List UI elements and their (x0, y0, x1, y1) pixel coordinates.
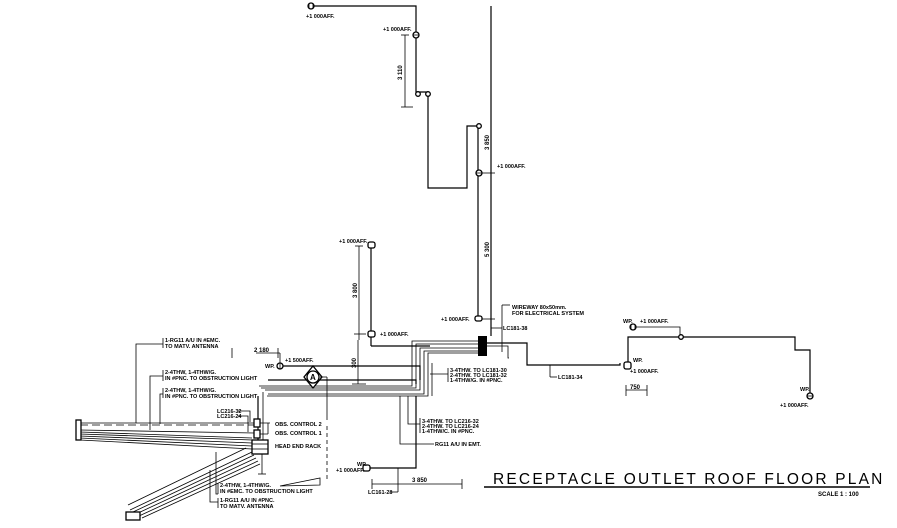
junction-symbol (476, 123, 482, 129)
outlet-symbol (474, 315, 483, 322)
tray-end (125, 511, 141, 521)
circuit-label: LC181-38 (503, 326, 527, 332)
right-outlet-branch: WP. +1 000AFF. WP. +1 000AFF. WP. +1 000… (623, 319, 814, 409)
outlet-symbol (367, 330, 376, 338)
note-riser-b-1: 3-4THW. TO LC216-32 (422, 419, 479, 425)
cable-tray-horizontal (75, 419, 255, 450)
note-antenna-top-1: 1-RG11 A/U IN #EMC. (165, 338, 221, 344)
junction-symbol (415, 91, 421, 97)
outlet-label-mid-column-bottom: +1 000AFF. (380, 332, 409, 338)
note-obs-b-1: 2-4THW, 1-4THW/G. (165, 388, 217, 394)
note-antenna-bot-1: 1-RG11 A/U IN #PNC. (220, 498, 275, 504)
outlet-label-upper: +1 000AFF. (383, 27, 412, 33)
outlet-symbol (367, 241, 376, 249)
right-column-branch: +1 000AFF. 3 850 5 300 +1 000AFF. (441, 6, 526, 330)
dimension-label: 3 800 (353, 282, 359, 298)
middle-column-branch: +1 000AFF. 3 800 +1 000AFF. 300 (339, 239, 430, 385)
antenna-tag: A (310, 373, 316, 382)
outlet-label-right-top: +1 000AFF. (640, 319, 669, 325)
outlet-label-left-wp-tag: WP. (265, 364, 275, 370)
outlet-symbol (307, 2, 315, 10)
note-wireway-1: WIREWAY 80x50mm. (512, 305, 567, 311)
control-box (253, 418, 261, 428)
dimension-label: 3 850 (485, 134, 491, 150)
tray-end (75, 419, 82, 441)
dimension-label: 750 (630, 385, 641, 391)
note-antenna-bot-2: TO MATV. ANTENNA (220, 504, 274, 510)
outlet-label-right-top-tag: WP. (623, 319, 633, 325)
note-antenna-top-2: TO MATV. ANTENNA (165, 344, 219, 350)
note-obs-c-2: IN #EMC. TO OBSTRUCTION LIGHT (220, 489, 313, 495)
label-obs-control-1: OBS. CONTROL 1 (275, 431, 322, 437)
drawing-scale: SCALE 1 : 100 (818, 492, 859, 498)
note-rg11-emt: RG11 A/U IN EMT. (435, 442, 481, 448)
top-branch: +1 000AFF. +1 000AFF. 3 110 (306, 2, 478, 189)
circuit-label: LC216-32 (217, 409, 241, 415)
dimension-label: 3 850 (412, 478, 428, 484)
note-obs-b-2: IN #PNC. TO OBSTRUCTION LIGHT (165, 394, 258, 400)
title-block: RECEPTACLE OUTLET ROOF FLOOR PLAN SCALE … (484, 471, 885, 498)
label-obs-control-2: OBS. CONTROL 2 (275, 422, 322, 428)
junction-symbol (678, 334, 684, 340)
head-end-rack (251, 439, 269, 455)
note-obs-a-2: IN #PNC. TO OBSTRUCTION LIGHT (165, 376, 258, 382)
dimension-label: 2 180 (254, 348, 270, 354)
note-wireway-2: FOR ELECTRICAL SYSTEM (512, 311, 584, 317)
outlet-label-right-far: +1 000AFF. (780, 403, 809, 409)
note-riser-a-2: 2-4THW. TO LC181-32 (450, 373, 507, 379)
outlet-label-left-wp: +1 500AFF. (285, 358, 314, 364)
note-riser-b-3: 1-4THW/C. IN #PNC. (422, 429, 475, 435)
drawing-title: RECEPTACLE OUTLET ROOF FLOOR PLAN (493, 471, 885, 488)
outlet-label-riser-bottom: +1 000AFF. (441, 317, 470, 323)
left-outlet-branch: 2 180 WP. +1 500AFF. A (231, 348, 421, 420)
circuit-label: LC216-24 (217, 414, 242, 420)
head-end-area: OBS. CONTROL 2 OBS. CONTROL 1 HEAD END R… (75, 338, 328, 521)
outlet-symbol (623, 361, 632, 370)
outlet-label-top: +1 000AFF. (306, 14, 335, 20)
cable-tray-diagonal (125, 447, 261, 521)
dimension-label: 300 (352, 357, 358, 368)
dimension-label: 3 110 (398, 65, 404, 80)
note-riser-a-3: 1-4THW/G. IN #PNC. (450, 378, 503, 384)
outlet-label-mid-column-top: +1 000AFF. (339, 239, 368, 245)
label-head-end-rack: HEAD END RACK (275, 444, 321, 450)
control-box (253, 429, 261, 439)
panel-terminal (478, 336, 487, 356)
outlet-label-right-mid: +1 000AFF. (630, 369, 659, 375)
outlet-symbol (362, 464, 371, 472)
outlet-label-right-mid-tag: WP. (633, 358, 643, 364)
outlet-label-bottom-wp-tag: WP. (357, 462, 367, 468)
note-obs-c-1: 2-4THW, 1-4THW/G. (220, 483, 272, 489)
main-conduit-bus: WIREWAY 80x50mm. FOR ELECTRICAL SYSTEM L… (259, 304, 621, 496)
outlet-label-right-far-tag: WP. (800, 387, 810, 393)
outlet-label-right-column: +1 000AFF. (497, 164, 526, 170)
outlet-label-bottom-wp: +1 000AFF. (336, 468, 365, 474)
note-obs-a-1: 2-4THW, 1-4THW/G. (165, 370, 217, 376)
circuit-label: LC161-28 (368, 490, 392, 496)
circuit-label: LC181-34 (558, 375, 583, 381)
note-riser-b-2: 2-4THW. TO LC216-24 (422, 424, 480, 430)
junction-symbol (425, 91, 431, 97)
antenna-circle (306, 370, 320, 384)
dimension-label: 5 300 (485, 241, 491, 257)
note-riser-a-1: 3-4THW. TO LC181-30 (450, 368, 507, 374)
